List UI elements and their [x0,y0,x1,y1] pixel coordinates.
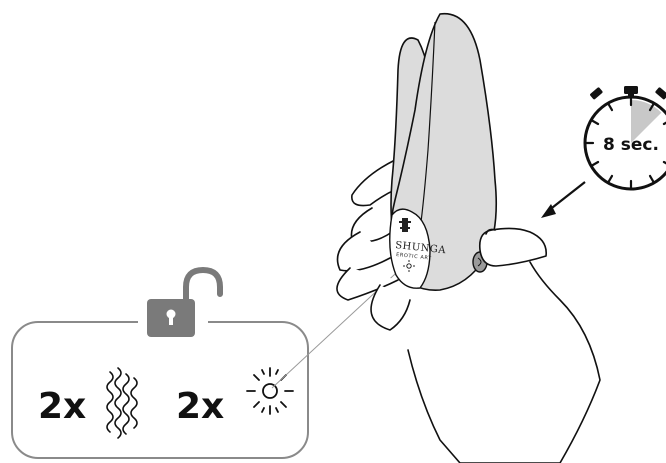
thumb [480,228,546,266]
vibration-count-text: 2x [38,386,86,427]
light-count-text: 2x [176,386,224,427]
timer-arrow [541,182,585,218]
timer-label: 8 sec. [603,135,659,155]
stopwatch-icon: 8 sec. [585,86,666,189]
unlock-instruction-box: 2x 2x [12,270,308,458]
